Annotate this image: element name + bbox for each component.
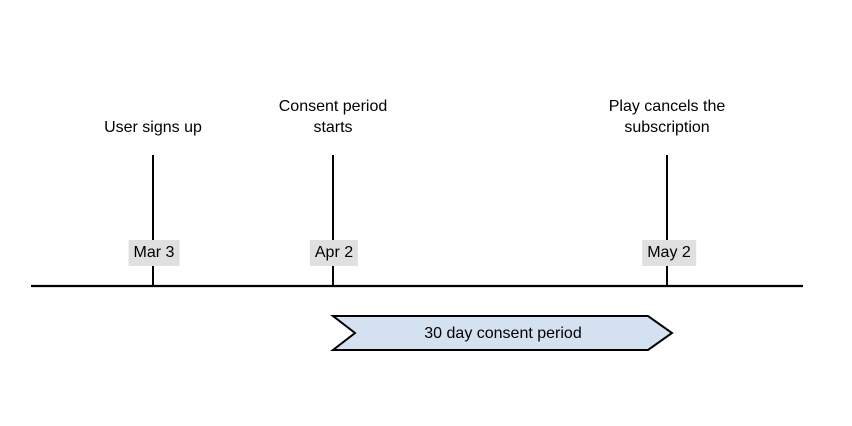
consent-period-banner-shape [330,315,674,351]
consent-period-banner-label: 30 day consent period [424,325,582,342]
date-chip-consent-start: Apr 2 [309,240,359,266]
date-chip-play-cancel: May 2 [642,240,696,266]
date-chip-signup: Mar 3 [128,240,180,266]
